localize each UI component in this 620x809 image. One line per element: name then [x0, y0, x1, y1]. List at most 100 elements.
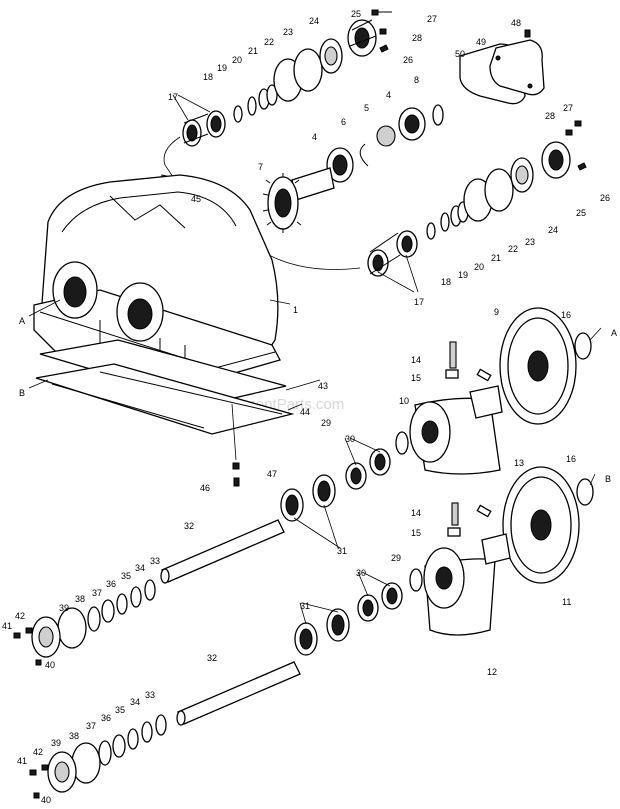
callout-cB2: B — [605, 474, 611, 484]
pin-40b — [33, 792, 40, 799]
callout-c4b: 4 — [312, 132, 317, 142]
bull-gear-11 — [502, 466, 580, 584]
ring-37b — [98, 740, 112, 766]
ring-36b — [112, 734, 126, 758]
callout-c31a: 31 — [337, 546, 347, 556]
cover-assembly — [459, 29, 545, 105]
ring-34a — [130, 586, 142, 608]
cap-39b — [47, 751, 77, 793]
screw-27a — [371, 9, 379, 16]
callout-c15b: 15 — [411, 528, 421, 538]
callout-c34a: 34 — [135, 563, 145, 573]
cap-39a — [31, 616, 61, 658]
callout-c11: 11 — [562, 597, 571, 607]
ring-35b — [127, 728, 139, 750]
ring-34b — [141, 721, 153, 743]
bearing-17a — [182, 110, 226, 147]
callout-c14a: 14 — [411, 355, 421, 365]
callout-c42b: 42 — [33, 747, 43, 757]
callout-labels: 2725282624232221201918174849508456428277… — [2, 9, 617, 805]
callout-c6: 6 — [341, 117, 346, 127]
callout-c29b: 29 — [391, 553, 401, 563]
callout-c40a: 40 — [45, 660, 55, 670]
callout-c13: 13 — [514, 458, 524, 468]
callout-c37b: 37 — [86, 721, 96, 731]
callout-c18b: 18 — [441, 277, 451, 287]
callout-c21b: 21 — [491, 253, 501, 263]
callout-c35b: 35 — [115, 705, 125, 715]
ring-19a — [247, 96, 257, 116]
bearings-31b — [294, 608, 350, 656]
ring-33a — [144, 579, 156, 601]
callout-c30a: 30 — [345, 434, 355, 444]
washer-28a — [379, 28, 387, 35]
upper-shaft-parts — [326, 104, 444, 183]
crank-10 — [409, 385, 503, 475]
callout-c9: 9 — [494, 307, 499, 317]
callout-c23a: 23 — [283, 27, 293, 37]
callout-c20a: 20 — [232, 55, 242, 65]
callout-c19b: 19 — [458, 270, 468, 280]
nut-15a — [445, 369, 459, 379]
washer-29b — [409, 568, 423, 592]
callout-c15a: 15 — [411, 373, 421, 383]
callout-c20b: 20 — [474, 262, 484, 272]
callout-c36b: 36 — [101, 713, 111, 723]
callout-c32a: 32 — [184, 521, 194, 531]
callout-c18a: 18 — [203, 72, 213, 82]
screw-41b — [29, 769, 37, 776]
cap-25a — [347, 19, 377, 57]
washer-28b — [565, 129, 573, 136]
pin-40a — [35, 659, 42, 666]
callout-c24b: 24 — [548, 225, 558, 235]
callout-c50: 50 — [455, 49, 465, 59]
pin-26a — [379, 44, 389, 53]
screw-41a — [13, 632, 21, 639]
gearbox-housing-1 — [33, 174, 281, 381]
key-13a — [476, 368, 492, 382]
callout-c48: 48 — [511, 18, 521, 28]
callout-c40b: 40 — [41, 795, 51, 805]
bolt-48 — [524, 29, 531, 38]
callout-c27a: 27 — [427, 14, 437, 24]
nut-15b — [447, 527, 461, 537]
callout-c32b: 32 — [207, 653, 217, 663]
callout-c43: 43 — [318, 381, 328, 391]
stud-14a — [449, 341, 457, 369]
shim-21a — [266, 84, 278, 106]
seal-18a — [233, 105, 243, 123]
callout-c35a: 35 — [121, 571, 131, 581]
shaft-32a — [160, 519, 285, 584]
ring-37a — [87, 606, 101, 632]
callout-c16a: 16 — [561, 310, 571, 320]
callout-c31b: 31 — [300, 601, 310, 611]
bearings-30a — [345, 448, 391, 490]
crank-12 — [423, 533, 511, 636]
callout-c12: 12 — [487, 667, 497, 677]
callout-c46: 46 — [200, 483, 210, 493]
bearings-30b — [357, 582, 403, 622]
callout-c28a: 28 — [412, 33, 422, 43]
callout-c22b: 22 — [508, 244, 518, 254]
gasket-38a — [57, 607, 87, 649]
callout-c34b: 34 — [130, 697, 140, 707]
callout-c27b: 27 — [563, 103, 573, 113]
callout-c16b: 16 — [566, 454, 576, 464]
callout-c8: 8 — [414, 75, 419, 85]
screw-27b — [574, 120, 582, 127]
washer-42b — [41, 764, 49, 771]
washer-29a — [395, 431, 409, 455]
callout-c24a: 24 — [309, 16, 319, 26]
callout-c25b: 25 — [576, 208, 586, 218]
shaft-32b — [176, 661, 301, 726]
callout-c1: 1 — [293, 305, 298, 315]
callout-c42a: 42 — [15, 611, 25, 621]
callout-c10: 10 — [399, 396, 409, 406]
pin-26b — [577, 162, 587, 171]
callout-c28b: 28 — [545, 111, 555, 121]
ring-36a — [101, 599, 115, 623]
callout-c33b: 33 — [145, 690, 155, 700]
callout-c26a: 26 — [403, 55, 413, 65]
ring-16a — [574, 332, 592, 360]
